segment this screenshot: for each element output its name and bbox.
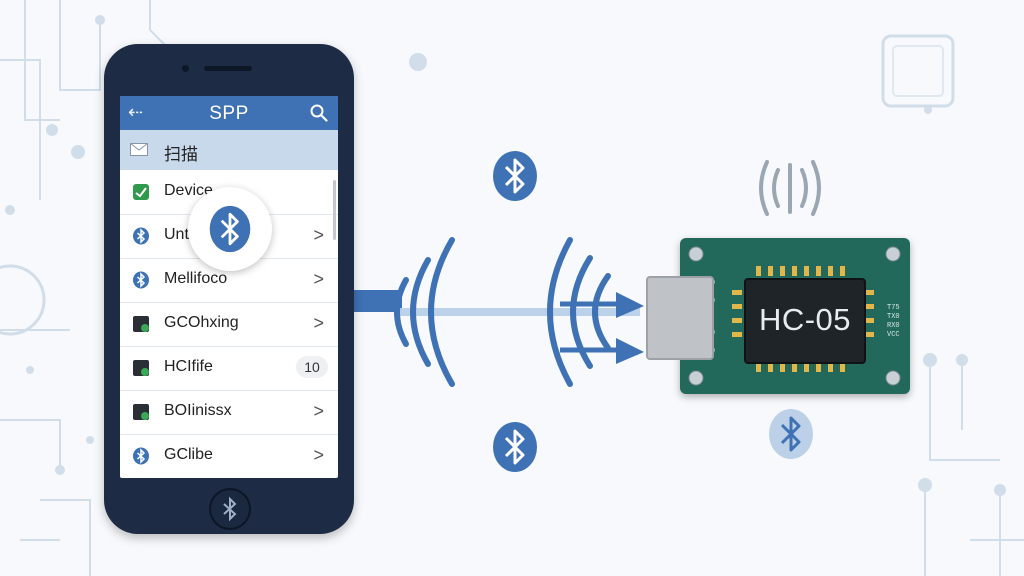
bluetooth-icon — [493, 422, 537, 472]
pin-label: VCC — [887, 331, 900, 339]
bluetooth-icon — [209, 205, 251, 253]
arrow-left-icon[interactable]: ⇠ — [128, 102, 144, 122]
device-list-item[interactable]: GClibe > — [120, 434, 338, 478]
pin-label: TX0 — [887, 313, 900, 321]
device-label: BOIinissx — [164, 402, 232, 419]
home-button[interactable] — [209, 488, 251, 530]
scan-label: 扫描 — [164, 145, 198, 164]
device-icon — [133, 360, 149, 376]
device-list-item[interactable]: HCIfife 10 — [120, 346, 338, 391]
device-icon — [133, 184, 149, 200]
pin-label: T75 — [887, 304, 900, 312]
speaker-grille — [204, 66, 252, 71]
chevron-right-icon: > — [313, 445, 324, 465]
device-label: Device — [164, 182, 213, 199]
chevron-right-icon: > — [313, 269, 324, 289]
app-title: SPP — [209, 103, 249, 124]
chip-label: HC-05 — [758, 302, 852, 337]
count-badge: 10 — [296, 356, 328, 378]
bluetooth-icon — [769, 409, 813, 459]
smartphone: ⇠ SPP 扫描 Device Unt > — [104, 44, 354, 534]
bluetooth-highlight-bubble — [188, 187, 272, 271]
app-bar: ⇠ SPP — [120, 96, 338, 130]
device-icon — [133, 316, 149, 332]
search-icon[interactable] — [310, 104, 328, 122]
device-list-item[interactable]: GCOhxing > — [120, 302, 338, 347]
envelope-icon — [130, 143, 148, 156]
device-list-item[interactable]: Mellifoco > — [120, 258, 338, 303]
device-label: GClibe — [164, 446, 213, 463]
scan-button[interactable]: 扫描 — [120, 130, 338, 170]
device-list-item[interactable]: BOIinissx > — [120, 390, 338, 435]
device-icon — [133, 404, 149, 420]
chevron-right-icon: > — [313, 401, 324, 421]
device-label: Mellifoco — [164, 270, 228, 287]
pin-label: RX0 — [887, 322, 900, 330]
camera-icon — [182, 65, 189, 72]
scrollbar[interactable] — [333, 180, 336, 240]
bluetooth-icon — [133, 447, 149, 465]
bluetooth-icon — [133, 271, 149, 289]
bluetooth-chip: HC-05 — [744, 278, 866, 364]
device-label: GCOhxing — [164, 314, 239, 331]
chevron-right-icon: > — [313, 313, 324, 333]
chevron-right-icon: > — [313, 225, 324, 245]
usb-connector — [646, 276, 714, 360]
pin-labels: T75 TX0 RX0 VCC — [887, 304, 909, 340]
bluetooth-icon — [133, 227, 149, 245]
device-label: Unt — [164, 226, 189, 243]
bluetooth-icon — [223, 496, 237, 522]
bluetooth-icon — [493, 151, 537, 201]
device-label: HCIfife — [164, 358, 213, 375]
phone-screen: ⇠ SPP 扫描 Device Unt > — [120, 96, 338, 478]
